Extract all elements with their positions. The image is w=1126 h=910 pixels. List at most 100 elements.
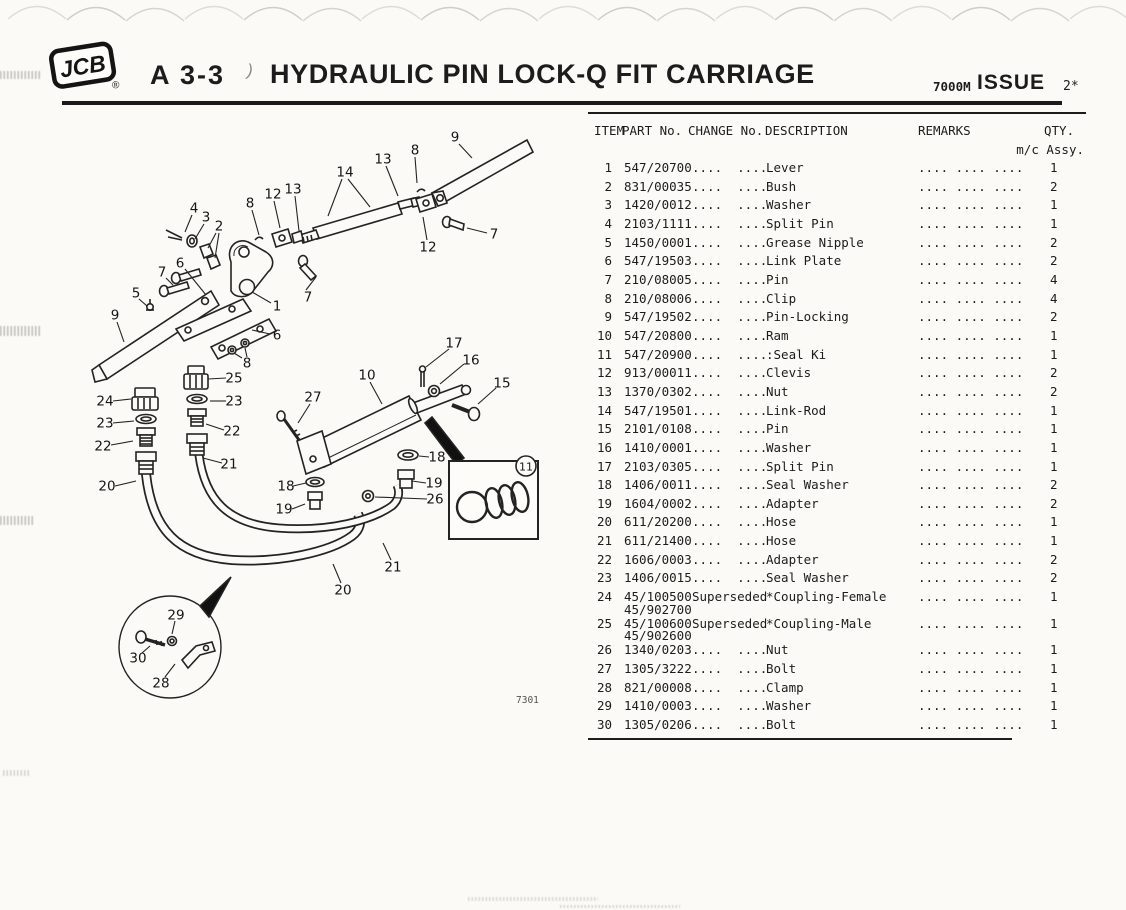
cell-description: Pin <box>766 421 789 437</box>
cell-remarks: .... .... .... <box>918 271 1024 287</box>
cell-part-no: 1606/0003 <box>624 551 692 567</box>
callout-leader-line <box>385 165 399 197</box>
cell-qty: 1 <box>1050 160 1058 175</box>
cell-description: Ram <box>766 327 789 343</box>
cell-description: Hose <box>766 514 797 530</box>
callout-label: 27 <box>304 390 321 406</box>
cell-qty: 2 <box>1050 383 1058 399</box>
callout-leader-line <box>251 291 272 304</box>
cell-item: 11 <box>596 346 612 362</box>
cell-part-no: 1410/0003 <box>624 698 692 714</box>
table-header: ITEM PART No. CHANGE No. DESCRIPTION REM… <box>594 122 1084 141</box>
cell-qty: 2 <box>1050 178 1058 194</box>
callout-label: 13 <box>284 182 301 198</box>
jcb-logo: JCB ® <box>46 40 124 107</box>
torn-edge-arc <box>774 6 834 21</box>
callout-leader-line <box>418 455 430 458</box>
cell-description: Bolt <box>766 717 797 733</box>
cell-remarks: .... .... .... <box>918 346 1024 362</box>
scan-smudge <box>0 516 34 525</box>
callout-leader-line <box>332 563 342 584</box>
callout-leader-line <box>116 321 125 343</box>
issue-number: 2* <box>1063 79 1079 94</box>
part-seal-kit-inset: 11 <box>448 455 539 540</box>
cell-change-no: .... .... <box>692 309 768 325</box>
cell-qty: 1 <box>1050 346 1058 362</box>
callout-label: 23 <box>225 394 242 410</box>
callout-label: 10 <box>358 368 375 384</box>
callout-label: 9 <box>111 308 120 324</box>
cell-qty: 2 <box>1050 365 1058 381</box>
callout-label: 15 <box>493 376 510 392</box>
cell-part-no: 1604/0002 <box>624 495 692 511</box>
cell-description: Nut <box>766 383 789 399</box>
cell-qty: 1 <box>1050 402 1058 418</box>
cell-item: 6 <box>604 253 612 269</box>
section-code: A 3-3 <box>150 60 226 90</box>
cell-remarks: .... .... .... <box>918 551 1024 567</box>
cell-remarks: .... .... .... <box>918 533 1024 549</box>
callout-label: 25 <box>225 371 242 387</box>
cell-description: Split Pin <box>766 215 834 231</box>
callout-leader-line <box>138 298 148 307</box>
cell-item: 5 <box>604 234 612 250</box>
cell-part-no: 831/00035 <box>624 178 692 194</box>
callout-leader-line <box>112 420 135 424</box>
cell-change-no: .... .... <box>692 458 768 474</box>
torn-edge-arc <box>1069 5 1126 20</box>
cell-description: Link-Rod <box>766 402 827 418</box>
cell-part-no: 1340/0203 <box>624 642 692 658</box>
callout-leader-line <box>477 387 497 405</box>
cell-description: Hose <box>766 533 797 549</box>
cell-qty: 2 <box>1050 477 1058 493</box>
callout-label: 3 <box>202 210 211 226</box>
callout-leader-line <box>184 214 193 233</box>
torn-edge-arc <box>420 6 480 21</box>
cell-part-no: 2103/0305 <box>624 458 692 474</box>
callout-label: 23 <box>96 416 113 432</box>
callout-leader-line <box>110 440 134 446</box>
callout-leader-line <box>297 403 311 424</box>
callout-label: 20 <box>98 479 115 495</box>
cell-remarks: .... .... .... <box>918 679 1024 695</box>
callout-leader-line <box>184 268 207 296</box>
cell-qty: 1 <box>1050 215 1058 231</box>
callout-leader-line <box>141 645 151 654</box>
callout-label: 1 <box>273 299 282 315</box>
cell-qty: 1 <box>1050 458 1058 474</box>
part-link-rod <box>254 188 437 249</box>
callout-leader-line <box>244 347 248 358</box>
cell-remarks: .... .... .... <box>918 698 1024 714</box>
cell-remarks: .... .... .... <box>918 365 1024 381</box>
figure-number: 7301 <box>516 695 539 706</box>
cell-change-no: .... .... <box>692 514 768 530</box>
callout-leader-line <box>233 352 243 359</box>
cell-qty: 1 <box>1050 514 1058 530</box>
col-header-remarks: REMARKS <box>918 123 971 138</box>
cell-description: Bush <box>766 178 797 194</box>
cell-change-no: .... .... <box>692 477 768 493</box>
cell-qty: 2 <box>1050 309 1058 325</box>
cell-part-no: 1406/0011 <box>624 477 692 493</box>
cell-part-no: 1450/0001 <box>624 234 692 250</box>
callout-label: 19 <box>275 502 292 518</box>
callout-leader-line <box>114 480 137 487</box>
cell-remarks: .... .... .... <box>918 178 1024 194</box>
cell-part-no: 1410/0001 <box>624 439 692 455</box>
cell-description: Adapter <box>766 551 819 567</box>
cell-change-no: .... .... <box>692 290 768 306</box>
cell-change-no: .... .... <box>692 661 768 677</box>
callout-leader-line <box>425 348 450 368</box>
cell-item: 1 <box>604 160 612 175</box>
cell-change-no: .... .... <box>692 421 768 437</box>
cell-remarks: .... .... .... <box>918 253 1024 269</box>
callout-label: 18 <box>277 479 294 495</box>
page-title: HYDRAULIC PIN LOCK-Q FIT CARRIAGE <box>270 59 815 89</box>
